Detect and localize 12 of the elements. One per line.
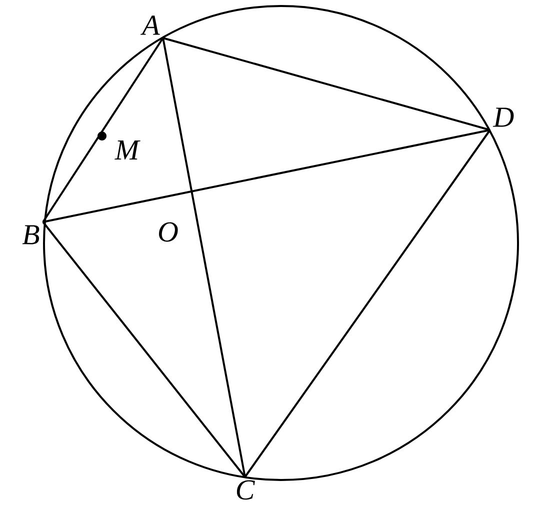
- line-segment: [42, 221, 246, 478]
- line-segment: [42, 129, 490, 223]
- line-segment: [162, 38, 246, 478]
- line-segment: [42, 37, 164, 223]
- point-label: C: [236, 480, 255, 500]
- point-label: M: [114, 140, 140, 160]
- point-label: D: [492, 108, 514, 127]
- line-segment: [244, 129, 491, 478]
- line-segment: [162, 37, 490, 131]
- point-label: A: [140, 16, 160, 35]
- point-label: B: [22, 225, 40, 244]
- point-label: O: [159, 222, 178, 242]
